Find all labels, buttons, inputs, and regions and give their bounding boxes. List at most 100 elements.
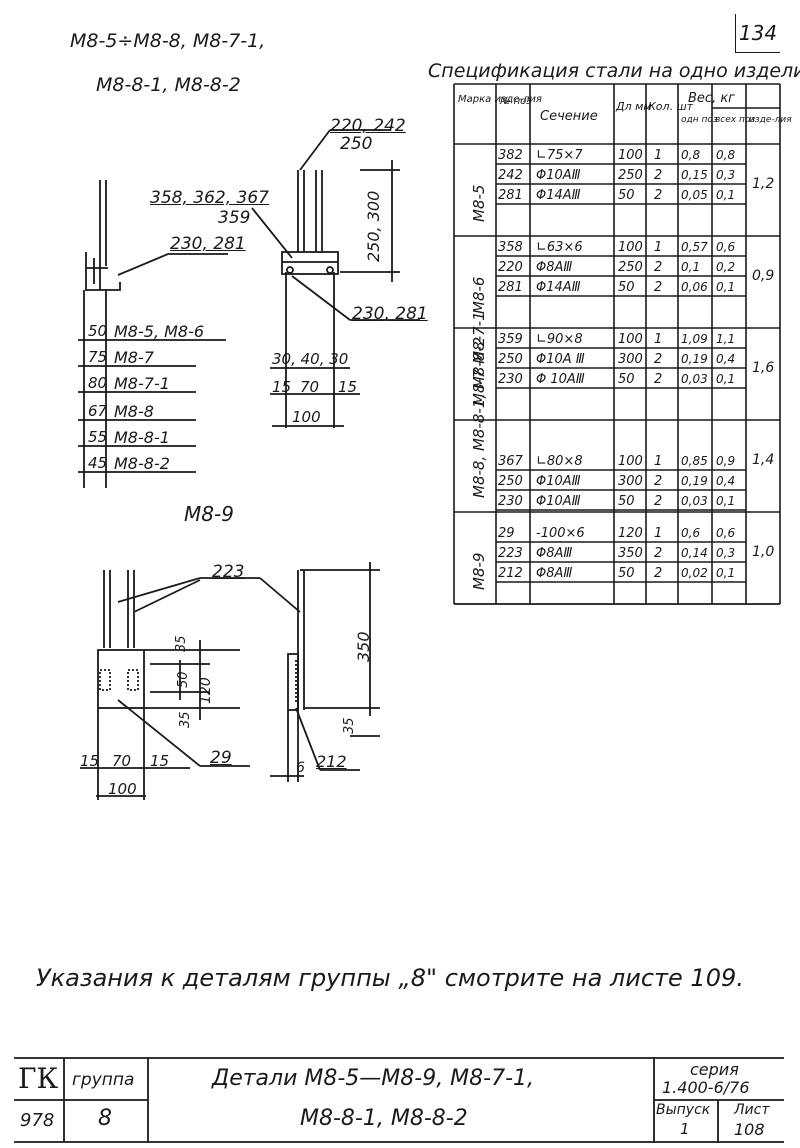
cell-weight-all: 0,2 <box>716 260 735 274</box>
cell-weight-one: 0,85 <box>681 454 708 468</box>
group-value: 8 <box>98 1106 112 1131</box>
cell-weight-all: 0,4 <box>716 474 735 488</box>
cell-pos: 281 <box>498 280 523 295</box>
group-item-weight: 1,0 <box>752 544 774 560</box>
callout-29: 29 <box>210 748 232 768</box>
series-value: 1.400-6/76 <box>662 1078 750 1097</box>
cell-length: 100 <box>618 240 643 255</box>
dim-left-value: 67 <box>88 402 108 420</box>
dim-bottom-15-left: 15 <box>80 752 100 770</box>
dim-15-right: 15 <box>338 378 358 396</box>
header-mark: Марка изде-лия <box>458 94 542 105</box>
dim-100: 100 <box>292 408 321 426</box>
cell-qty: 2 <box>654 546 662 561</box>
header-length: Дл мм <box>615 100 652 113</box>
logo-gk: ГК <box>18 1062 59 1095</box>
cell-section: Φ 10АⅢ <box>536 372 585 387</box>
sheet-number: 134 <box>735 14 780 53</box>
header-weight-all: всех поз <box>715 115 755 125</box>
cell-qty: 1 <box>654 332 662 347</box>
cell-length: 350 <box>618 546 643 561</box>
cell-weight-one: 0,1 <box>681 260 700 274</box>
cell-section: Φ10АⅢ <box>536 168 581 183</box>
note-text: Указания к деталям группы „8" смотрите н… <box>36 964 744 992</box>
cell-pos: 382 <box>498 148 523 163</box>
dim-15-left: 15 <box>272 378 292 396</box>
cell-section: ∟90×8 <box>536 332 583 347</box>
dim-left-value: 45 <box>88 454 108 472</box>
cell-qty: 2 <box>654 260 662 275</box>
cell-weight-one: 0,19 <box>681 352 708 366</box>
group-item-weight: 0,9 <box>752 268 774 284</box>
dim-bottom-15-right: 15 <box>150 752 170 770</box>
cell-section: Φ10АⅢ <box>536 494 581 509</box>
dim-left-mark: М8-8 <box>114 402 154 421</box>
cell-weight-one: 0,03 <box>681 494 708 508</box>
cell-pos: 242 <box>498 168 523 183</box>
dim-6: 6 <box>296 760 305 776</box>
cell-weight-one: 0,57 <box>681 240 708 254</box>
cell-qty: 2 <box>654 494 662 509</box>
header-weight: Вес, кг <box>688 91 735 106</box>
header-weight-item: изде-лия <box>749 115 792 125</box>
sheet-label: Лист <box>734 1102 770 1118</box>
code-978: 978 <box>20 1110 55 1131</box>
cell-section: Φ8АⅢ <box>536 566 572 581</box>
group-item-weight: 1,6 <box>752 360 774 376</box>
cell-length: 250 <box>618 260 643 275</box>
header-pos: № поз <box>499 96 532 107</box>
sheet-number-text: 134 <box>738 21 778 45</box>
cell-weight-one: 0,6 <box>681 526 700 540</box>
cell-weight-one: 0,14 <box>681 546 708 560</box>
dim-left-mark: М8-5, М8-6 <box>114 322 205 341</box>
dim-left-value: 50 <box>88 322 108 340</box>
cell-section: ∟75×7 <box>536 148 583 163</box>
cell-pos: 230 <box>498 494 523 509</box>
cell-section: ∟63×6 <box>536 240 583 255</box>
dim-bottom-70: 70 <box>112 752 132 770</box>
cell-section: Φ8АⅢ <box>536 546 572 561</box>
cell-length: 250 <box>618 168 643 183</box>
cell-length: 100 <box>618 332 643 347</box>
cell-length: 100 <box>618 454 643 469</box>
cell-pos: 359 <box>498 332 523 347</box>
cell-length: 300 <box>618 474 643 489</box>
cell-weight-all: 0,3 <box>716 168 735 182</box>
cell-length: 120 <box>618 526 643 541</box>
cell-weight-all: 0,6 <box>716 526 735 540</box>
cell-qty: 2 <box>654 280 662 295</box>
group-mark: М8-6 <box>470 277 488 314</box>
cell-pos: 230 <box>498 372 523 387</box>
group-mark: М8-5 <box>470 185 488 222</box>
title-line-2: М8-8-1, М8-8-2 <box>300 1106 468 1131</box>
header-qty: Кол. шт <box>648 100 694 113</box>
dim-left-mark: М8-7 <box>114 348 154 367</box>
dim-left-value: 55 <box>88 428 108 446</box>
cell-weight-one: 0,15 <box>681 168 708 182</box>
dim-left-mark: М8-8-2 <box>114 454 170 473</box>
dim-left-mark: М8-7-1 <box>114 374 170 393</box>
dim-left-mark: М8-8-1 <box>114 428 170 447</box>
cell-qty: 1 <box>654 148 662 163</box>
cell-weight-one: 0,19 <box>681 474 708 488</box>
group-label: группа <box>72 1070 135 1090</box>
cell-weight-all: 1,1 <box>716 332 735 346</box>
drawing2-title: М8-9 <box>184 502 234 526</box>
cell-pos: 358 <box>498 240 523 255</box>
cell-pos: 367 <box>498 454 524 469</box>
dim-left-value: 75 <box>88 348 108 366</box>
issue-value: 1 <box>680 1120 690 1138</box>
spec-title: Спецификация стали на одно изделие <box>428 60 800 82</box>
dim-bottom-100: 100 <box>108 780 137 798</box>
group-item-weight: 1,4 <box>752 452 774 468</box>
cell-qty: 2 <box>654 566 662 581</box>
callout-359: 359 <box>218 208 251 228</box>
cell-qty: 2 <box>654 372 662 387</box>
cell-weight-all: 0,8 <box>716 148 735 162</box>
cell-weight-one: 0,03 <box>681 372 708 386</box>
dim-70: 70 <box>300 378 320 396</box>
cell-section: -100×6 <box>536 526 585 541</box>
cell-qty: 2 <box>654 188 662 203</box>
